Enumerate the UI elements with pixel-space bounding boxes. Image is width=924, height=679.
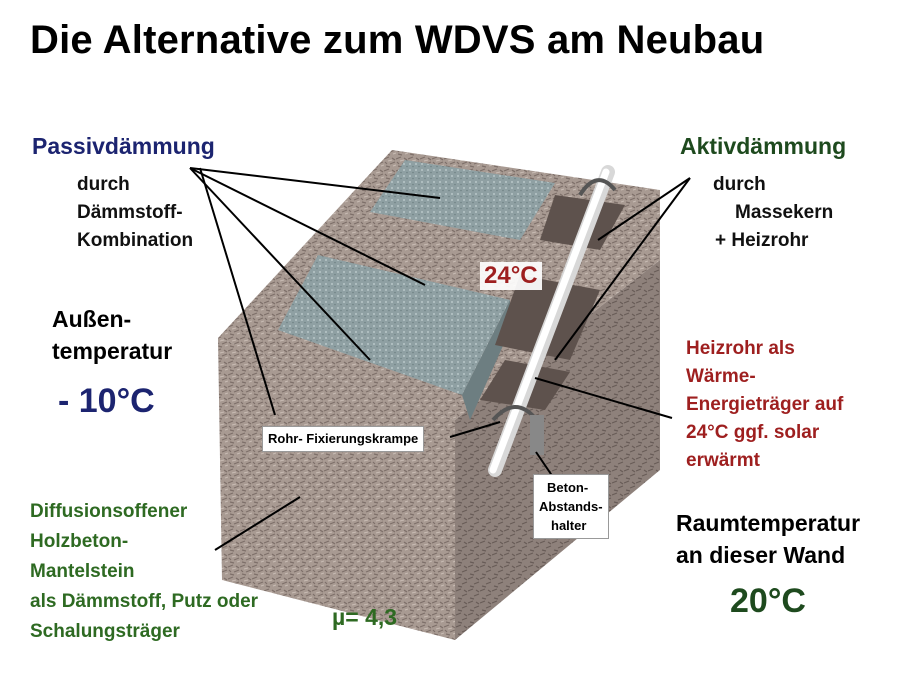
outside-temperature-value: - 10°C — [58, 382, 155, 420]
passive-line: durch — [77, 174, 130, 195]
outside-label-line: Außen- — [52, 306, 132, 332]
page-title: Die Alternative zum WDVS am Neubau — [30, 18, 765, 62]
passive-insulation-heading: Passivdämmung — [32, 133, 215, 159]
room-label-line: an dieser Wand — [676, 542, 846, 568]
block-desc-line: Schalungsträger — [30, 621, 180, 642]
mu-value: µ= 4,3 — [332, 604, 398, 630]
active-line: durch — [713, 174, 766, 195]
spacer-line: Abstands- — [539, 499, 603, 514]
outside-temperature-label: Außen- temperatur — [52, 303, 172, 367]
heating-pipe-description: Heizrohr als Wärme- Energieträger auf 24… — [686, 335, 843, 475]
active-line: + Heizrohr — [715, 230, 809, 251]
heating-line: 24°C ggf. solar — [686, 422, 820, 443]
block-desc-line: Mantelstein — [30, 561, 135, 582]
heating-line: erwärmt — [686, 450, 760, 471]
block-desc-line: Holzbeton- — [30, 531, 129, 552]
heating-line: Heizrohr als — [686, 338, 795, 359]
room-temperature-label: Raumtemperatur an dieser Wand — [676, 507, 860, 571]
room-label-line: Raumtemperatur — [676, 510, 861, 536]
passive-line: Kombination — [77, 230, 194, 251]
passive-insulation-description: durch Dämmstoff- Kombination — [77, 171, 193, 255]
active-insulation-heading: Aktivdämmung — [680, 133, 847, 159]
spacer-label: Beton- Abstands- halter — [533, 474, 609, 539]
clamp-label: Rohr- Fixierungskrampe — [262, 426, 425, 452]
heating-line: Wärme- — [686, 366, 756, 387]
spacer-line: Beton- — [547, 480, 589, 495]
passive-line: Dämmstoff- — [77, 202, 183, 223]
room-temperature-value: 20°C — [730, 582, 806, 620]
outside-label-line: temperatur — [52, 338, 173, 364]
block-desc-line: Diffusionsoffener — [30, 501, 188, 522]
heating-line: Energieträger auf — [686, 394, 844, 415]
pipe-temperature: 24°C — [480, 262, 542, 290]
active-insulation-description: durch Massekern + Heizrohr — [713, 171, 833, 255]
spacer-line: halter — [551, 518, 587, 533]
active-line: Massekern — [735, 202, 834, 223]
block-desc-line: als Dämmstoff, Putz oder — [30, 591, 259, 612]
block-description: Diffusionsoffener Holzbeton- Mantelstein… — [30, 497, 258, 647]
